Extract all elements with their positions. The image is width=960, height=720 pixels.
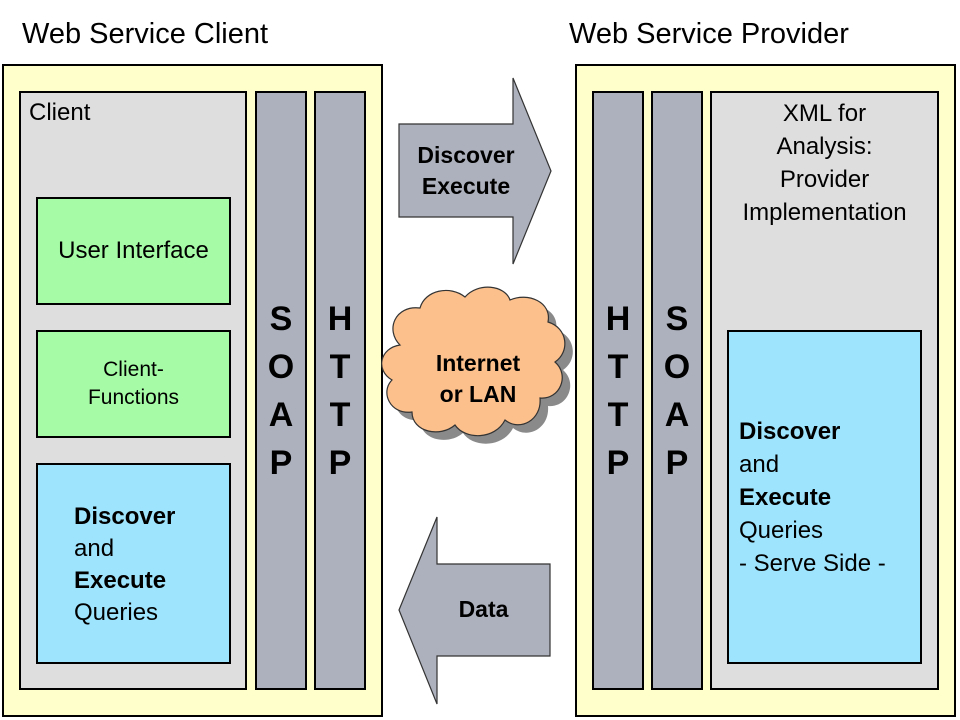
- client-http-bar: H T T P: [314, 91, 366, 690]
- client-heading: Web Service Client: [22, 18, 269, 50]
- soap-letter: O: [267, 347, 295, 386]
- serve-side-text: - Serve Side -: [739, 550, 886, 577]
- provider-http-bar: H T T P: [592, 91, 644, 690]
- queries-text: Queries: [74, 599, 159, 626]
- xml-label-line: Analysis:: [776, 133, 873, 160]
- request-label-line: Discover: [417, 142, 515, 168]
- cloud-label: Internet or LAN: [418, 348, 538, 410]
- discover-text: Discover: [739, 418, 841, 445]
- soap-letter: P: [269, 443, 293, 482]
- client-functions-box: Client- Functions: [36, 330, 231, 438]
- client-functions-line: Client-: [103, 358, 164, 381]
- request-arrow: [398, 77, 552, 265]
- cloud-icon: [381, 286, 566, 437]
- response-arrow: [398, 516, 551, 705]
- http-letter: H: [605, 299, 631, 338]
- cloud-label-line: or LAN: [439, 381, 517, 407]
- soap-letter: A: [268, 395, 294, 434]
- provider-soap-bar: S O A P: [651, 91, 703, 690]
- discover-text: Discover: [74, 503, 176, 530]
- execute-text: Execute: [74, 567, 167, 594]
- provider-queries-box: Discover and Execute Queries - Serve Sid…: [727, 330, 922, 664]
- execute-text: Execute: [739, 484, 832, 511]
- http-letter: H: [327, 299, 353, 338]
- provider-heading: Web Service Provider: [569, 18, 849, 50]
- soap-letter: P: [665, 443, 689, 482]
- client-soap-bar: S O A P: [255, 91, 307, 690]
- soap-letter: S: [269, 299, 293, 338]
- http-letter: T: [607, 395, 629, 434]
- soap-letter: A: [664, 395, 690, 434]
- http-letter: T: [607, 347, 629, 386]
- xml-label-line: Implementation: [742, 199, 907, 226]
- response-arrow-label: Data: [458, 596, 509, 622]
- http-letter: T: [329, 347, 351, 386]
- xml-label-line: XML for: [782, 100, 867, 127]
- http-letter: P: [606, 443, 630, 482]
- soap-letter: O: [663, 347, 691, 386]
- client-functions-line: Functions: [87, 386, 180, 409]
- client-queries-box: Discover and Execute Queries: [36, 463, 231, 664]
- request-arrow-label: Discover Execute: [399, 140, 533, 202]
- http-letter: T: [329, 395, 351, 434]
- http-letter: P: [328, 443, 352, 482]
- and-text: and: [74, 535, 115, 562]
- soap-letter: S: [665, 299, 689, 338]
- and-text: and: [739, 451, 780, 478]
- queries-text: Queries: [739, 517, 824, 544]
- cloud-label-line: Internet: [435, 350, 521, 376]
- client-box-label: Client: [29, 99, 91, 126]
- request-label-line: Execute: [421, 173, 511, 199]
- user-interface-box: User Interface: [36, 197, 231, 305]
- xml-label-line: Provider: [779, 166, 870, 193]
- user-interface-label: User Interface: [58, 237, 209, 264]
